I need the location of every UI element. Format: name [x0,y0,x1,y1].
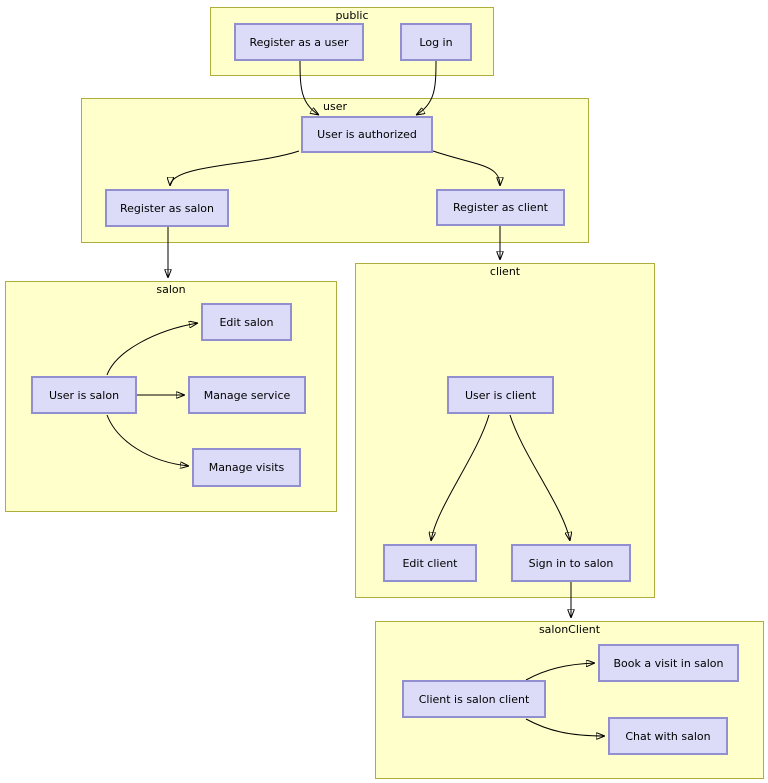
node-sign-in-to-salon: Sign in to salon [511,544,631,582]
cluster-client: client [355,263,655,598]
cluster-salon-label: salon [156,283,186,296]
node-chat-with-salon: Chat with salon [608,717,728,755]
node-register-as-client: Register as client [436,189,565,226]
node-book-a-visit-in-salon: Book a visit in salon [598,644,739,682]
node-manage-visits: Manage visits [192,448,301,487]
node-log-in: Log in [400,23,472,61]
cluster-salonclient-label: salonClient [538,623,601,636]
node-manage-service: Manage service [188,376,306,414]
node-edit-salon: Edit salon [201,303,292,341]
node-user-is-authorized: User is authorized [301,116,433,153]
cluster-user-label: user [323,100,347,113]
node-register-as-a-user: Register as a user [234,23,364,61]
cluster-client-label: client [489,265,521,278]
node-register-as-salon: Register as salon [105,189,229,227]
node-client-is-salon-client: Client is salon client [402,680,546,718]
node-user-is-client: User is client [447,376,554,414]
node-edit-client: Edit client [383,544,477,582]
node-user-is-salon: User is salon [31,376,137,414]
cluster-public-label: public [335,9,369,22]
